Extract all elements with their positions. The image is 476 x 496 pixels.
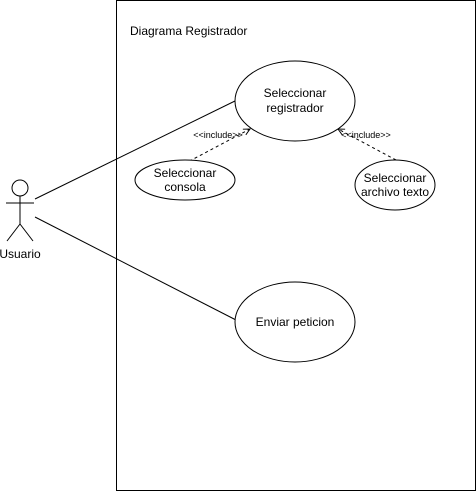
actor-label: Usuario [0, 247, 41, 261]
use-case-label-line2: registrador [266, 101, 323, 115]
association-usuario-seleccionar-registrador [34, 99, 238, 200]
use-case-enviar-peticion: Enviar peticion [234, 281, 356, 363]
use-case-label-line1: Seleccionar [364, 171, 427, 185]
include-label-left: <<include>> [193, 130, 243, 140]
use-case-seleccionar-consola: Seleccionar consola [134, 159, 236, 201]
include-consola-to-registrador [183, 129, 250, 165]
actor-left-leg [6, 223, 21, 242]
system-title: Diagrama Registrador [130, 24, 247, 38]
use-case-label-line2: consola [164, 180, 206, 194]
use-case-seleccionar-registrador: Seleccionar registrador [234, 60, 356, 142]
use-case-label-line1: Seleccionar [264, 86, 327, 100]
actor-right-leg [19, 223, 34, 242]
use-case-seleccionar-archivo-texto: Seleccionar archivo texto [354, 159, 436, 211]
include-archivo-to-registrador [338, 129, 397, 161]
actor-head [11, 179, 29, 197]
use-case-label-line1: Enviar peticion [256, 315, 335, 329]
association-usuario-enviar-peticion [34, 216, 237, 321]
include-label-right: <<include>> [341, 130, 391, 140]
use-case-label-line2: archivo texto [361, 185, 429, 199]
actor-usuario [6, 179, 34, 242]
use-case-label-line1: Seleccionar [154, 166, 217, 180]
